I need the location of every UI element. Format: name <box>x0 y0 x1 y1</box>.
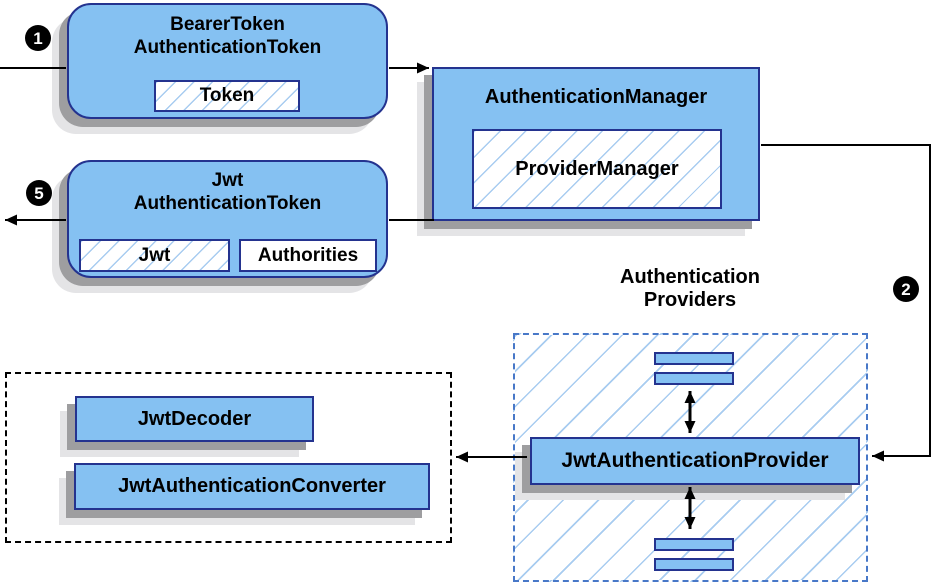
field-authorities: Authorities <box>239 239 377 272</box>
step-1-badge: 1 <box>25 25 51 51</box>
jwt-components-container: JwtDecoder JwtAuthenticationConverter <box>5 372 452 543</box>
node-jwt-decoder: JwtDecoder <box>75 396 314 442</box>
node-title: BearerToken AuthenticationToken <box>69 5 386 59</box>
step-2-badge: 2 <box>893 276 919 302</box>
node-jwt-authentication-converter: JwtAuthenticationConverter <box>74 463 430 510</box>
authentication-providers-label: Authentication Providers <box>575 266 805 312</box>
provider-slot-bar <box>654 558 734 571</box>
node-title: Jwt AuthenticationToken <box>69 162 386 215</box>
label-line2: Providers <box>643 289 737 311</box>
field-provider-manager: ProviderManager <box>472 129 722 209</box>
field-jwt: Jwt <box>79 239 230 272</box>
node-title: AuthenticationManager <box>484 86 708 108</box>
node-title-line1: Jwt <box>211 170 244 191</box>
node-jwt-authentication-token: Jwt AuthenticationToken Jwt Authorities <box>67 160 388 278</box>
authentication-providers-container: JwtAuthenticationProvider <box>513 333 868 582</box>
step-5-badge: 5 <box>26 180 52 206</box>
provider-slot-bar <box>654 538 734 551</box>
provider-slot-bar <box>654 352 734 365</box>
node-title-line2: AuthenticationToken <box>133 37 322 58</box>
node-bearer-token-authentication-token: BearerToken AuthenticationToken Token <box>67 3 388 119</box>
node-title-line1: BearerToken <box>170 14 285 35</box>
provider-slot-bar <box>654 372 734 385</box>
node-jwt-authentication-provider: JwtAuthenticationProvider <box>530 437 860 485</box>
label-line1: Authentication <box>620 266 760 288</box>
node-authentication-manager: AuthenticationManager ProviderManager <box>432 67 760 221</box>
node-title-line2: AuthenticationToken <box>133 193 322 214</box>
field-token: Token <box>154 80 300 112</box>
